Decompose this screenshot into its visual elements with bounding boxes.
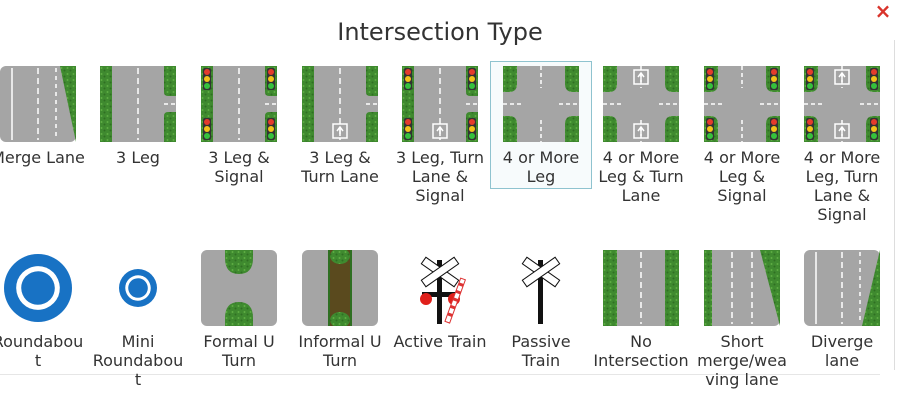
roundabout-icon: [0, 250, 88, 326]
option-diverge-lane[interactable]: Diverge lane: [792, 246, 892, 370]
three-leg-intersection-icon: [88, 66, 188, 142]
option-mini-roundabout[interactable]: Mini Roundabout: [88, 246, 188, 389]
option-label: 3 Leg, Turn Lane & Signal: [396, 148, 484, 205]
option-label: Mini Roundabout: [92, 332, 184, 389]
option-3-leg-signal[interactable]: 3 Leg & Signal: [189, 62, 289, 188]
three-leg-signal-icon: [189, 66, 289, 142]
option-label: Formal U Turn: [203, 332, 275, 370]
option-label: Roundabout: [0, 332, 84, 370]
option-label: Active Train: [393, 332, 487, 351]
diverge-lane-icon: [792, 250, 892, 326]
option-label: Diverge lane: [810, 332, 874, 370]
scrollbar-edge: [894, 40, 895, 370]
four-leg-turn-lane-icon: [591, 66, 691, 142]
option-passive-train[interactable]: Passive Train: [491, 246, 591, 370]
short-merge-weaving-icon: [692, 250, 792, 326]
option-3-leg-turn-lane-signal[interactable]: 3 Leg, Turn Lane & Signal: [390, 62, 490, 205]
option-label: 4 or More Leg, Turn Lane & Signal: [803, 148, 881, 224]
option-4-or-more-leg[interactable]: 4 or More Leg: [490, 61, 592, 189]
option-label: 3 Leg & Turn Lane: [301, 148, 379, 186]
option-short-merge-weaving-lane[interactable]: Short merge/weaving lane: [692, 246, 792, 389]
option-3-leg-turn-lane[interactable]: 3 Leg & Turn Lane: [290, 62, 390, 188]
four-leg-signal-icon: [692, 66, 792, 142]
mini-roundabout-icon: [88, 250, 188, 326]
option-label: 4 or More Leg: [502, 148, 580, 186]
merge-lane-icon: [0, 66, 88, 142]
option-active-train[interactable]: Active Train: [390, 246, 490, 370]
close-icon[interactable]: ×: [874, 0, 892, 23]
three-leg-turn-lane-signal-icon: [390, 66, 490, 142]
option-label: No Intersection: [593, 332, 689, 370]
dialog-title: Intersection Type: [337, 18, 543, 46]
option-3-leg[interactable]: 3 Leg: [88, 62, 188, 188]
option-label: Informal U Turn: [298, 332, 382, 370]
option-4-or-more-leg-turn-lane-signal[interactable]: 4 or More Leg, Turn Lane & Signal: [792, 62, 892, 224]
three-leg-turn-lane-icon: [290, 66, 390, 142]
option-label: Passive Train: [511, 332, 571, 370]
informal-u-turn-icon: [290, 250, 390, 326]
option-label: Merge Lane: [0, 148, 85, 167]
option-label: 3 Leg: [116, 148, 160, 167]
passive-railway-crossing-icon: [491, 250, 591, 326]
option-informal-u-turn[interactable]: Informal U Turn: [290, 246, 390, 370]
option-4-or-more-leg-turn-lane[interactable]: 4 or More Leg & Turn Lane: [591, 62, 691, 205]
four-leg-turn-lane-signal-icon: [792, 66, 892, 142]
option-label: 3 Leg & Signal: [208, 148, 270, 186]
option-formal-u-turn[interactable]: Formal U Turn: [189, 246, 289, 370]
divider: [0, 374, 880, 375]
option-label: 4 or More Leg & Turn Lane: [598, 148, 684, 205]
no-intersection-road-icon: [591, 250, 691, 326]
option-merge-lane[interactable]: Merge Lane: [0, 62, 88, 188]
formal-u-turn-icon: [189, 250, 289, 326]
option-4-or-more-leg-signal[interactable]: 4 or More Leg & Signal: [692, 62, 792, 205]
option-no-intersection[interactable]: No Intersection: [591, 246, 691, 370]
option-label: Short merge/weaving lane: [697, 332, 787, 389]
option-label: 4 or More Leg & Signal: [703, 148, 781, 205]
active-railway-crossing-icon: [390, 250, 490, 326]
four-leg-intersection-icon: [491, 66, 591, 142]
option-roundabout[interactable]: Roundabout: [0, 246, 88, 370]
